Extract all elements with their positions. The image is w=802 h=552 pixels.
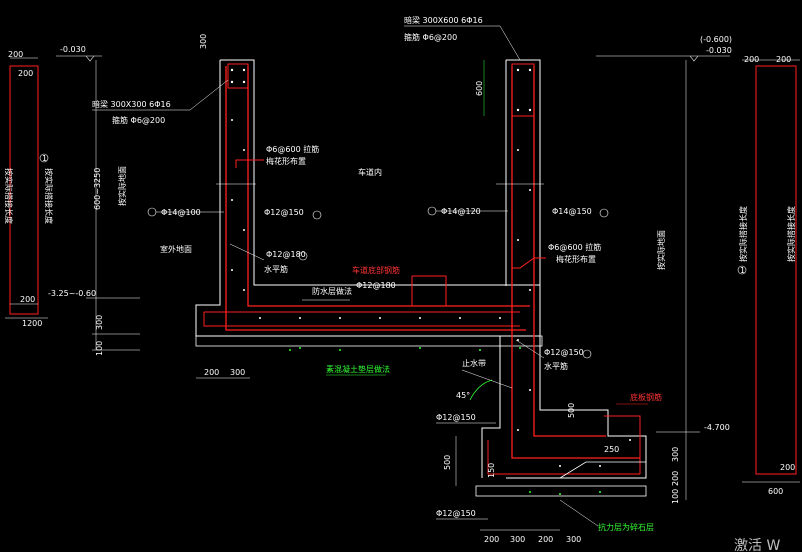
ground-out: 室外地面 xyxy=(160,244,192,254)
dim-b300b: 300 xyxy=(566,535,581,544)
circle-1b: 1 xyxy=(740,266,745,275)
dim-300-top: 300 xyxy=(199,34,208,49)
dim-100-left: 100 xyxy=(95,341,104,356)
left-elevation-strip: 200 200 200 1200 按实际搭接长度 1 按实际搭接长度 xyxy=(4,50,54,328)
subgrade: 素混凝土垫层做法 xyxy=(326,364,390,374)
dim-b200: 200 xyxy=(484,535,499,544)
right-level-marks: (-0.600) -0.030 按实际地面 -4.700 300 200 100 xyxy=(596,35,732,504)
d6-600-left: Φ6@600 拉筋 xyxy=(266,144,319,154)
watermark: 激活 W xyxy=(734,537,780,552)
phi12-180b: Φ12@180 xyxy=(356,281,396,290)
right-wall xyxy=(475,59,647,497)
right-elevation-strip: 200 200 200 600 1 按实际搭接长度 按实际搭接长度 xyxy=(737,55,800,496)
beam-left-2: 箍筋 Φ6@200 xyxy=(112,115,165,125)
stop-water: 止水带 xyxy=(462,358,486,368)
phi14-100: Φ14@100 xyxy=(161,208,201,217)
dim-600-bottom-right: 600 xyxy=(768,487,783,496)
dim-200-bottom-right: 200 xyxy=(780,463,795,472)
pit-subgrade: 抗力层为碎石层 xyxy=(598,522,654,532)
dim-200-pit: 200 xyxy=(671,471,680,486)
dim-200-top-right: 200 xyxy=(744,55,759,64)
level-right-paren: (-0.600) xyxy=(700,35,732,44)
left-vert-note-1: 按实际搭接长度 xyxy=(4,168,14,224)
dim-300-bottom: 300 xyxy=(230,368,245,377)
d6-600-right: Φ6@600 拉筋 xyxy=(548,242,601,252)
dim-b200b: 200 xyxy=(538,535,553,544)
phi14-150: Φ14@150 xyxy=(552,207,592,216)
dim-250: 250 xyxy=(604,445,619,454)
shuiping-left: 水平筋 xyxy=(264,264,288,274)
level-left-top: -0.030 xyxy=(60,45,86,54)
beam-right-1: 暗梁 300X600 6Φ16 xyxy=(404,15,483,25)
left-wall: 300 xyxy=(195,34,543,347)
dim-500-pit: 500 xyxy=(443,455,452,470)
dim-100-pit: 100 xyxy=(671,489,680,504)
level-right-top: -0.030 xyxy=(706,46,732,55)
left-vert-note-2: 按实际搭接长度 xyxy=(44,168,54,224)
dim-1200: 1200 xyxy=(22,319,42,328)
car-inside: 车道内 xyxy=(358,167,382,177)
dim-200-top-left: 200 xyxy=(8,50,23,59)
dim-300-left: 300 xyxy=(95,315,104,330)
dim-300-pit: 300 xyxy=(671,447,680,462)
d6-600-left-b: 梅花形布置 xyxy=(266,156,306,166)
dim-150: 150 xyxy=(487,463,496,478)
waterproof: 防水层做法 xyxy=(312,286,352,296)
phi12-150-pit: Φ12@150 xyxy=(436,413,476,422)
phi12-180: Φ12@180 xyxy=(266,250,306,259)
wall-depth-note: 按实际地面 xyxy=(117,166,127,206)
pit-rebar: 底板钢筋 xyxy=(630,392,662,402)
dim-200-bottom: 200 xyxy=(204,368,219,377)
phi12-150-right: Φ12@150 xyxy=(544,348,584,357)
channel-notes: 车道内 车道底部钢筋 Φ12@180 防水层做法 素混凝土垫层做法 200 30… xyxy=(196,167,447,379)
phi14-120: Φ14@120 xyxy=(441,207,481,216)
ground-hatch xyxy=(289,347,601,495)
beam-right-2: 箍筋 Φ6@200 xyxy=(404,32,457,42)
phi12-150-bottom: Φ12@150 xyxy=(436,509,476,518)
dim-b300: 300 xyxy=(510,535,525,544)
level-left-bottom: -3.25~-0.60 xyxy=(48,289,96,298)
dim-200-bottom-left: 200 xyxy=(20,295,35,304)
circle-1: 1 xyxy=(42,154,47,163)
phi12-150-left: Φ12@150 xyxy=(264,208,304,217)
right-vert-note-2: 按实际搭接长度 xyxy=(786,206,796,262)
dim-600-right: 600 xyxy=(475,81,484,96)
left-level-marks: -0.030 -3.25~-0.60 600~3250 按实际地面 300 10… xyxy=(48,45,140,356)
right-depth-note: 按实际地面 xyxy=(656,230,666,270)
dim-200-top-right-2: 200 xyxy=(776,55,791,64)
car-bottom-rebar: 车道底部钢筋 xyxy=(352,265,400,275)
shuiping-right: 水平筋 xyxy=(544,361,568,371)
level-4700: -4.700 xyxy=(704,423,730,432)
left-wall-notes: 暗梁 300X300 6Φ16 箍筋 Φ6@200 Φ6@600 拉筋 梅花形布… xyxy=(92,79,322,274)
right-vert-note-1: 按实际搭接长度 xyxy=(738,206,748,262)
beam-left-1: 暗梁 300X300 6Φ16 xyxy=(92,99,171,109)
height-600-3250: 600~3250 xyxy=(93,168,102,210)
dim-500-right: 500 xyxy=(567,403,576,418)
right-wall-notes: 暗梁 300X600 6Φ16 箍筋 Φ6@200 600 Φ6@600 拉筋 … xyxy=(404,15,662,544)
dim-200-top-left-2: 200 xyxy=(18,69,33,78)
angle-45: 45° xyxy=(456,391,470,400)
d6-600-right-b: 梅花形布置 xyxy=(556,254,596,264)
